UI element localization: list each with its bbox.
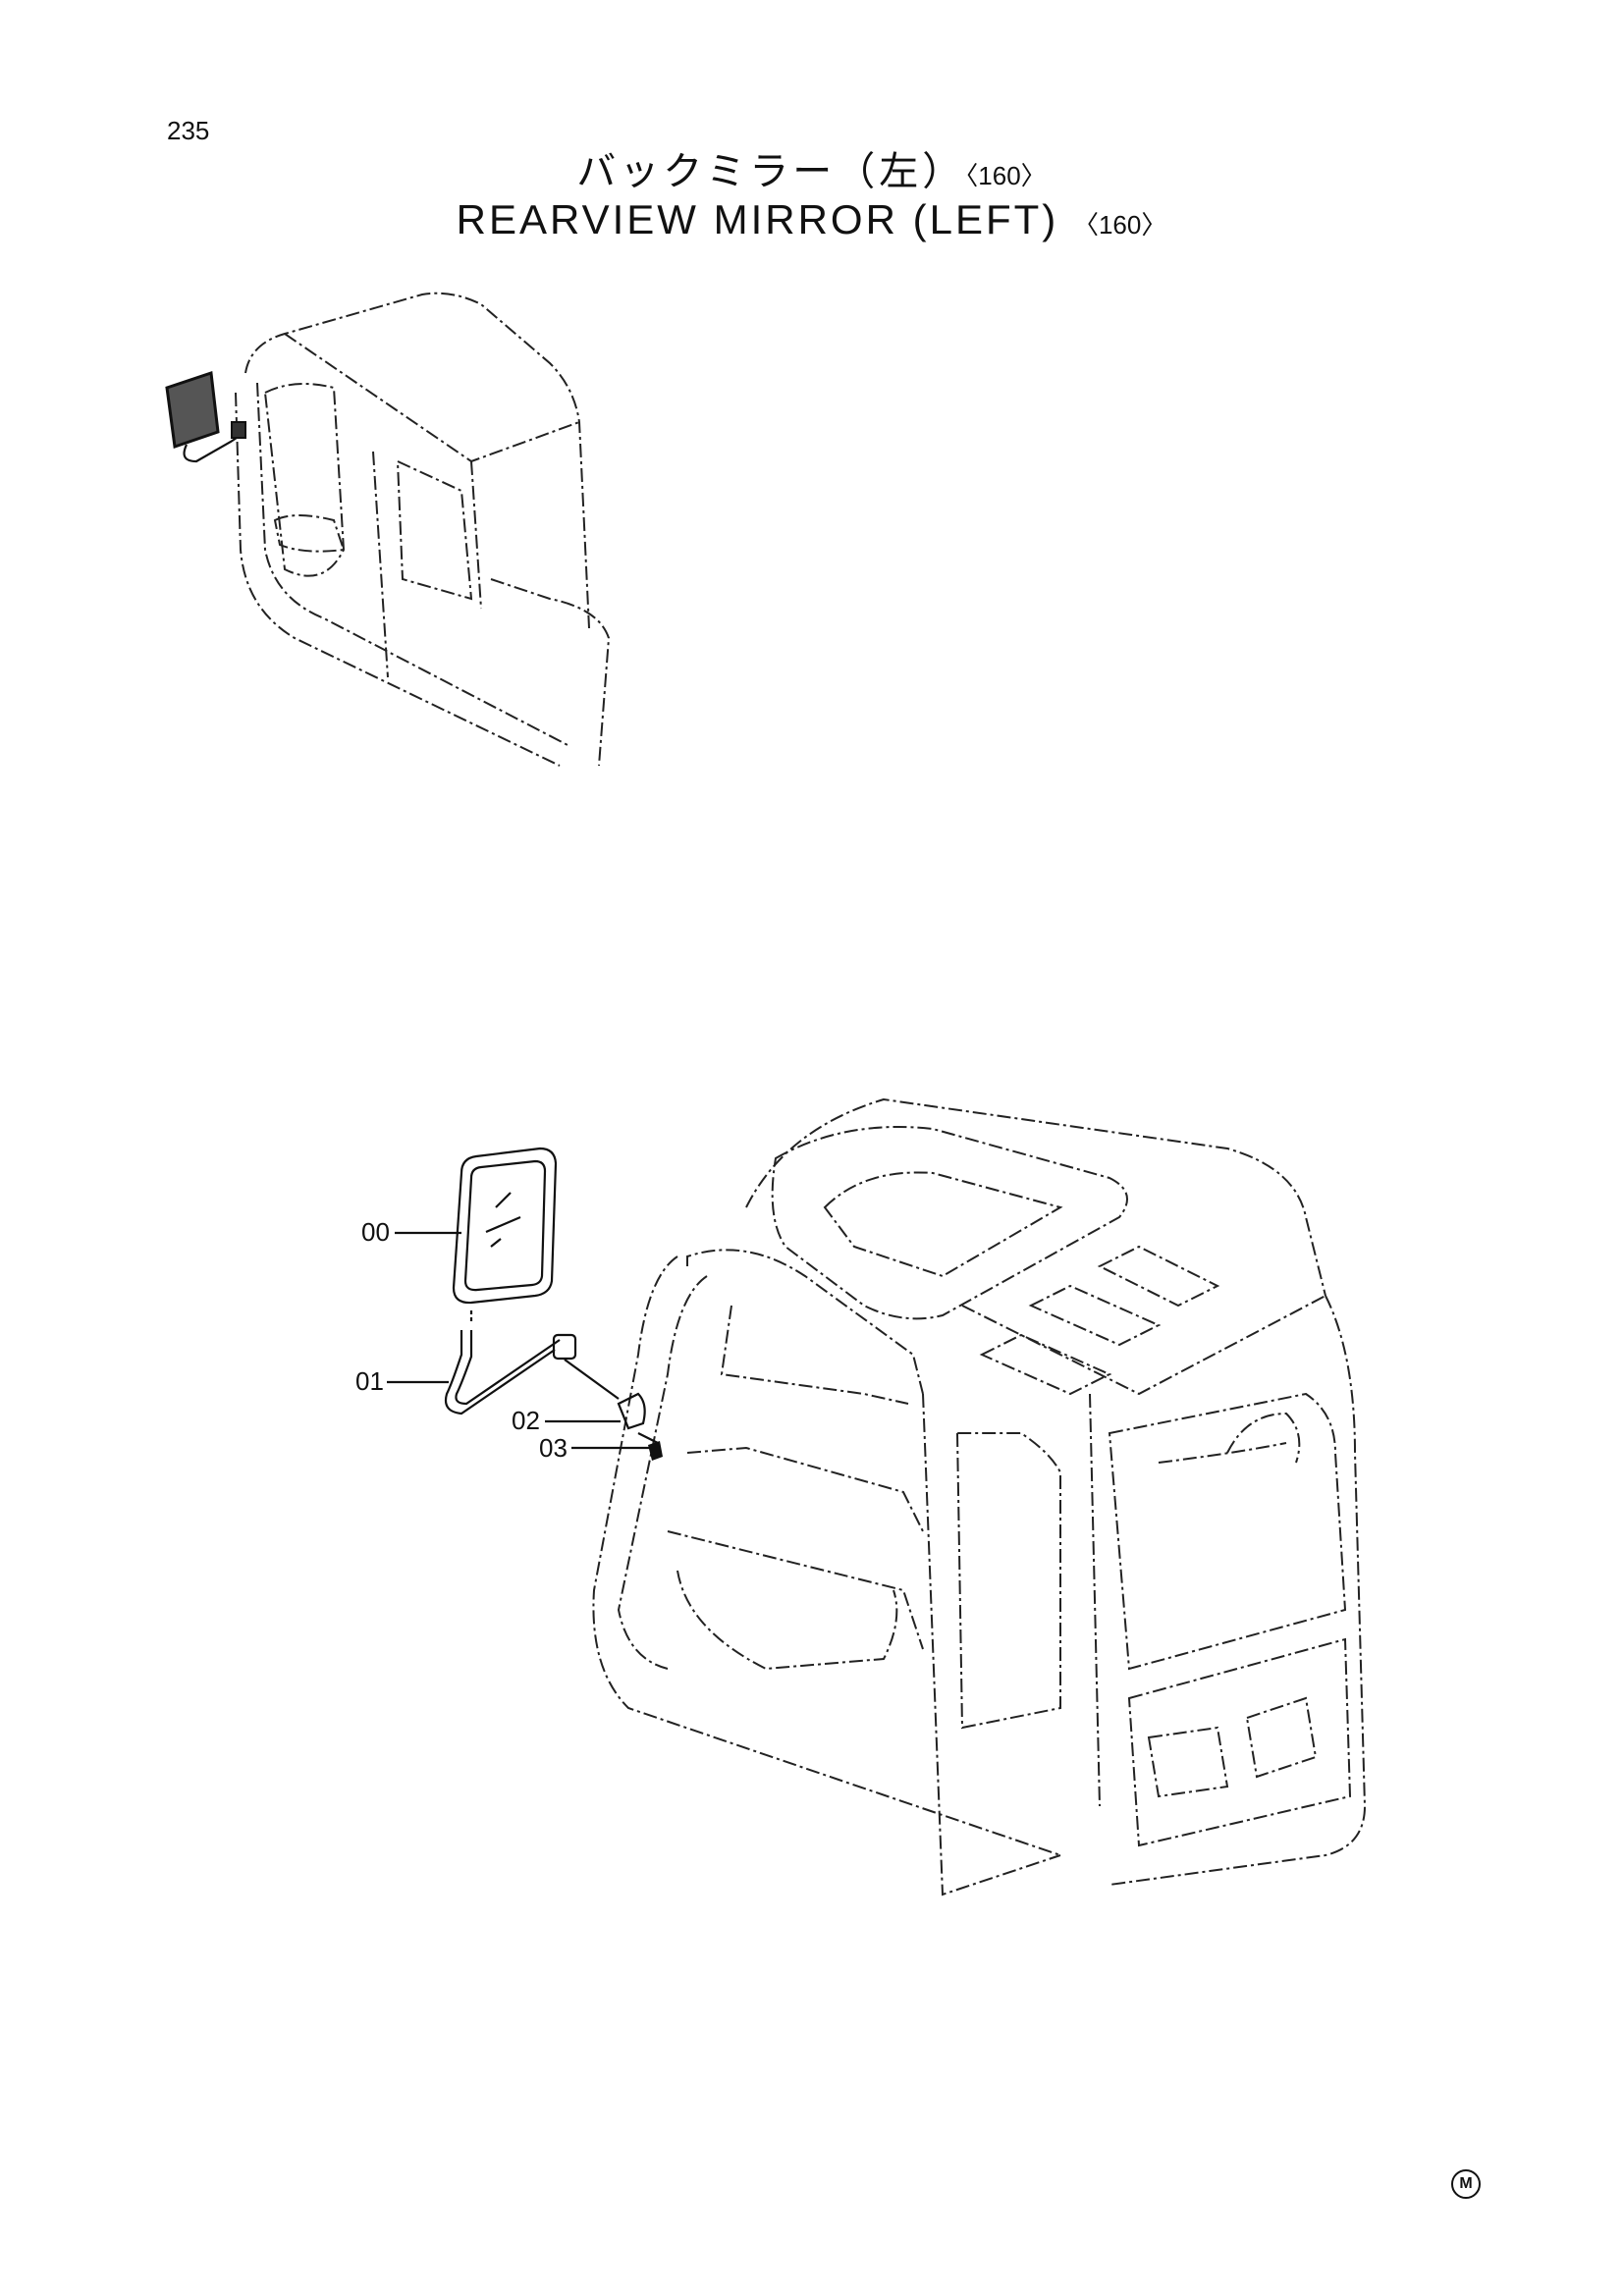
callout-01: 01: [355, 1366, 384, 1396]
overview-cab-illustration: [235, 292, 611, 767]
page-number: 235: [167, 116, 210, 145]
page-title-japanese: バックミラー（左）〈160〉: [0, 139, 1623, 196]
title-en-code: 〈160〉: [1072, 210, 1167, 240]
main-cab-illustration: [592, 1097, 1367, 1896]
page-title-english: REARVIEW MIRROR (LEFT) 〈160〉: [0, 196, 1623, 243]
callout-02: 02: [512, 1406, 540, 1435]
mirror-glass-part: [452, 1147, 558, 1305]
title-jp-code: 〈160〉: [965, 161, 1047, 190]
callout-03: 03: [539, 1433, 568, 1463]
bracket-part: [617, 1392, 646, 1430]
title-jp-text: バックミラー（左）: [576, 150, 966, 193]
leader-lines: [387, 1231, 650, 1450]
footer-m-mark: M: [1451, 2169, 1481, 2199]
bolt-part: [637, 1432, 663, 1461]
overview-mirror-icon: [165, 370, 246, 463]
mirror-stay-part: [444, 1330, 620, 1415]
title-en-text: REARVIEW MIRROR (LEFT): [456, 196, 1059, 242]
callout-00: 00: [361, 1217, 390, 1247]
